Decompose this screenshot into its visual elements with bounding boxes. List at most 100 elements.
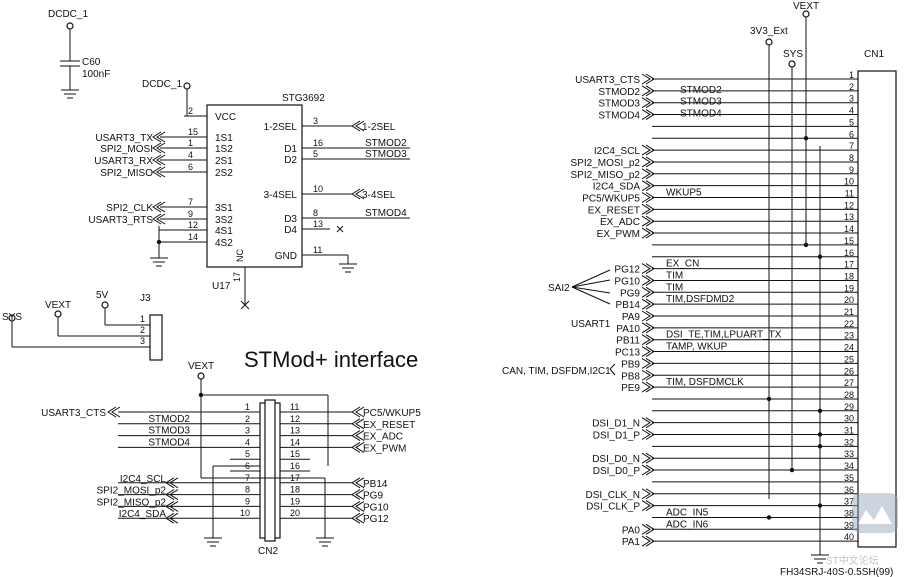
cn1-connector-icon [641, 192, 655, 203]
junction-dot [789, 467, 795, 473]
cn1-connector-icon [641, 263, 655, 275]
cn2-pin-number: 10 [240, 508, 250, 518]
chevron-icon [169, 477, 179, 489]
cn1-net-label: STMOD3 [598, 99, 640, 110]
chevron-icon [355, 500, 365, 512]
chevron-icon [351, 441, 361, 453]
chevron-icon [645, 452, 655, 464]
cn1-connector-icon [641, 357, 655, 369]
net-label-vext-j3: VEXT [45, 300, 71, 311]
cn1-connector-icon [641, 464, 655, 476]
chevron-icon [169, 500, 179, 512]
cn1-connector-icon [641, 180, 655, 192]
u17-net-label: SPI2_CLK [106, 203, 153, 214]
chevron-icon [351, 406, 361, 418]
no-connect-mark [336, 225, 344, 233]
cn1-pin-number: 13 [844, 212, 854, 222]
cn1-net-label: PG12 [614, 265, 640, 276]
u17-pin-name: 1S2 [215, 144, 233, 155]
cn1-pin-number: 16 [844, 248, 854, 258]
forum-watermark: ST中文论坛 [826, 493, 898, 567]
chevron-icon [645, 381, 655, 393]
u17-switch-ic: STG3692 U17 DCDC_1 17 NC 2VCC151S1USART3… [88, 79, 410, 310]
chevron-icon [641, 85, 651, 97]
chevron-icon [355, 188, 365, 200]
chevron-icon [355, 430, 365, 442]
cn1-pin-number: 27 [844, 378, 854, 388]
cn1-pin-number: 4 [849, 106, 854, 116]
can-group-label: CAN, TIM, DSFDM,I2C1 [502, 366, 611, 377]
cn1-net-label: DSI_D1_N [592, 419, 640, 430]
ground-symbol [150, 257, 168, 267]
chevron-icon [152, 142, 162, 154]
u17-pin-name: 2S1 [215, 156, 233, 167]
chevron-icon [355, 512, 365, 524]
output-connector-icon [351, 477, 365, 489]
u17-pin-number: 10 [313, 184, 323, 194]
cn1-connector-icon [641, 286, 655, 298]
cn1-pin-number: 25 [844, 354, 854, 364]
chevron-icon [645, 180, 655, 192]
chevron-icon [351, 430, 361, 442]
ground-symbol [811, 554, 829, 564]
chevron-icon [645, 109, 655, 120]
u17-pin-number: 14 [188, 232, 198, 242]
cn1-pin-number: 35 [844, 473, 854, 483]
sai2-label: SAI2 [548, 283, 570, 294]
chevron-icon [641, 97, 651, 109]
cn1-connector-icon [641, 275, 655, 286]
cn1-net-label: EX_PWM [597, 229, 640, 240]
u17-pin-number: 3 [313, 116, 318, 126]
u17-pin-name: GND [275, 251, 297, 262]
cn2-net-label: SPI2_MOSI_p2 [97, 486, 167, 497]
u17-pin-number: 8 [313, 208, 318, 218]
cn1-net-label: PG9 [620, 288, 640, 299]
chevron-icon [645, 417, 655, 429]
cn1-pin-number: 10 [844, 177, 854, 187]
cn1-pin-number: 15 [844, 236, 854, 246]
u17-pin-name: VCC [215, 112, 236, 123]
u17-nc-pin-name: NC [235, 249, 245, 262]
cn1-function-label: EX_CN [666, 259, 699, 270]
chevron-icon [641, 144, 651, 156]
cn1-connector-icon [641, 488, 655, 500]
cn2-pin-number: 17 [290, 473, 300, 483]
ground-symbol [339, 263, 357, 273]
u17-pin-name: 4S2 [215, 238, 233, 249]
u17-pin-number: 11 [313, 245, 322, 255]
cn2-pin-number: 16 [290, 461, 300, 471]
chevron-icon [156, 213, 166, 225]
chevron-icon [641, 535, 651, 547]
u17-net-label: STMOD4 [365, 208, 407, 219]
cn1-pin-number: 6 [849, 129, 854, 139]
u17-pin-name: 1-2SEL [264, 122, 298, 133]
chevron-icon [351, 188, 361, 200]
cn1-pin-number: 31 [844, 426, 854, 436]
output-connector-icon [351, 512, 365, 524]
cn2-net-label: I2C4_SCL [120, 474, 167, 485]
chevron-icon [645, 168, 655, 180]
u17-pin-name: D1 [284, 144, 297, 155]
chevron-icon [355, 489, 365, 501]
chevron-icon [351, 120, 361, 132]
net-label-5v-j3: 5V [96, 290, 109, 301]
u17-pin-name: 3-4SEL [264, 190, 298, 201]
ground-symbol [204, 537, 222, 547]
chevron-icon [645, 73, 655, 85]
cn2-pin-number: 6 [245, 461, 250, 471]
cn1-pin-number: 14 [844, 224, 854, 234]
chevron-icon [645, 156, 655, 168]
chevron-icon [641, 417, 651, 429]
cn2-net-label: SPI2_MISO_p2 [97, 497, 167, 508]
junction-dot [817, 254, 823, 259]
cn1-connector-icon [641, 203, 655, 215]
chevron-icon [645, 144, 655, 156]
cn1-net-label: STMOD4 [598, 111, 640, 122]
chevron-icon [641, 109, 651, 120]
chevron-icon [641, 73, 651, 85]
cn1-pin-number: 20 [844, 295, 854, 305]
output-connector-icon [165, 500, 179, 512]
u17-net-label: STMOD2 [365, 138, 407, 149]
cn1-net-label: DSI_D0_P [593, 466, 641, 477]
chevron-icon [351, 418, 361, 430]
